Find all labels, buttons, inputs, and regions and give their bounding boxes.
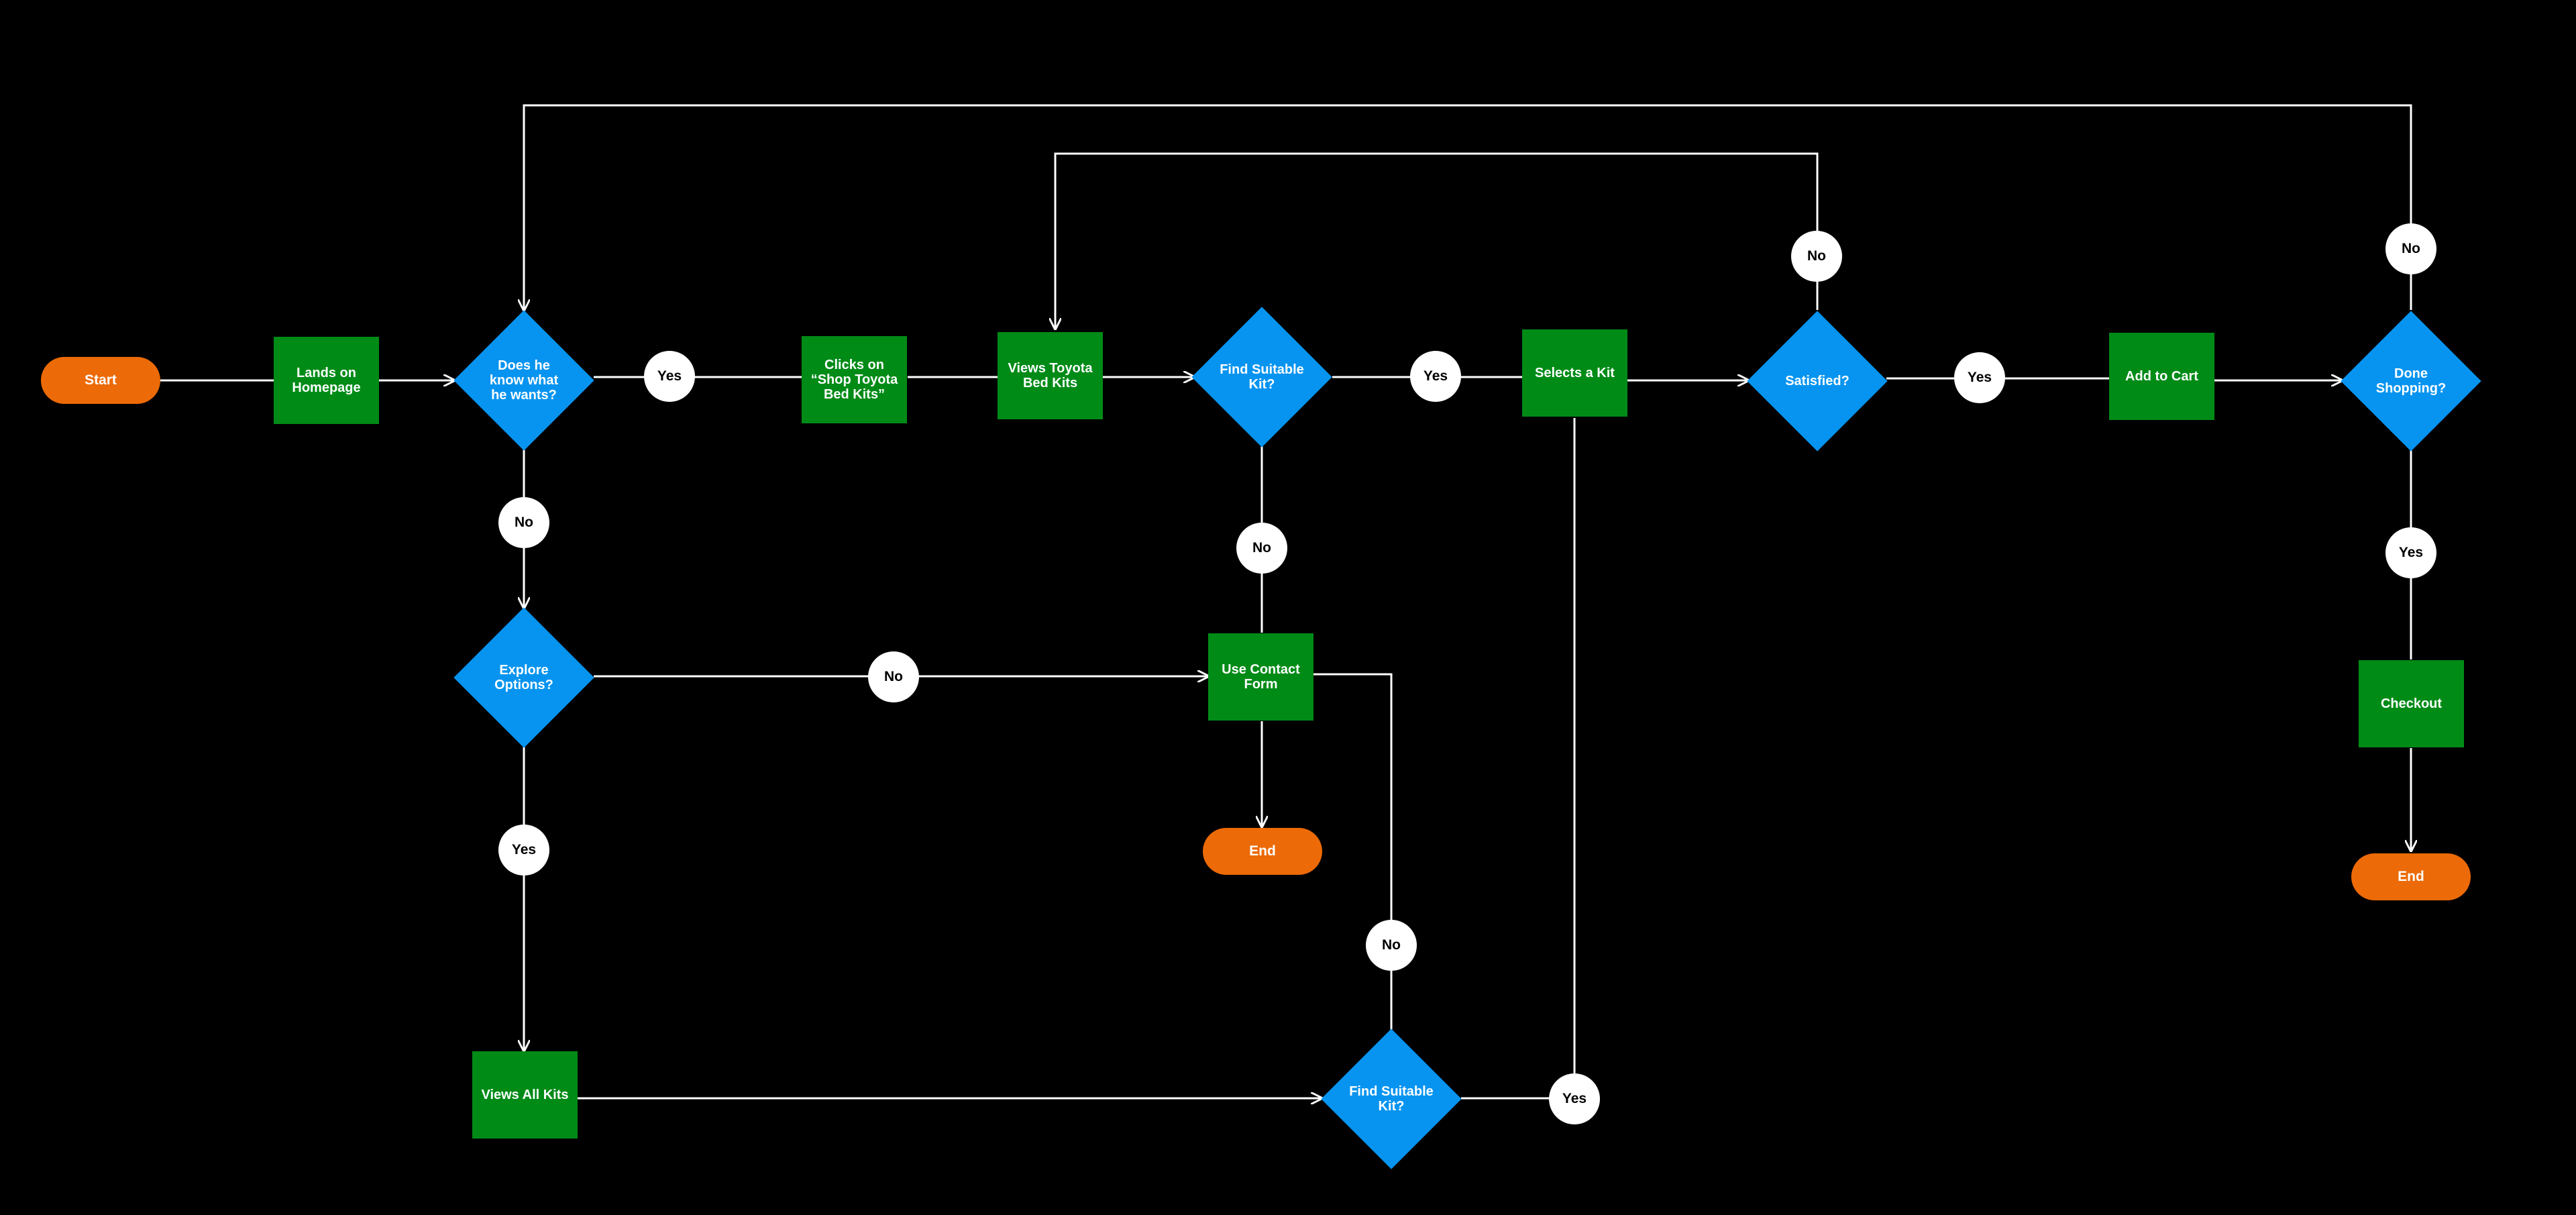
yes-badge: Yes [1410, 351, 1461, 402]
yes-badge: Yes [644, 351, 695, 402]
yes-badge: Yes [2385, 527, 2436, 578]
edge-done-no-loop-to-knows [524, 104, 2412, 310]
clicks-shop-toyota-step[interactable]: Clicks on “Shop Toyota Bed Kits” [802, 336, 907, 423]
no-badge: No [1236, 523, 1287, 574]
explore-options-decision[interactable]: Explore Options? [453, 607, 594, 748]
decision-label: Explore Options? [494, 663, 553, 692]
satisfied-decision[interactable]: Satisfied? [1747, 311, 1888, 452]
decision-label: Does he know what he wants? [489, 358, 559, 403]
end-terminal-contact[interactable]: End [1203, 828, 1322, 875]
yes-badge: Yes [1549, 1073, 1600, 1124]
no-badge: No [1791, 231, 1842, 282]
views-toyota-bed-kits-step[interactable]: Views Toyota Bed Kits [998, 332, 1103, 419]
no-badge: No [1366, 920, 1417, 971]
no-badge: No [868, 651, 919, 702]
start-terminal[interactable]: Start [41, 357, 160, 404]
views-all-kits-step[interactable]: Views All Kits [472, 1051, 578, 1139]
edge-contact-no-to-find2 [1313, 673, 1393, 1030]
add-to-cart-step[interactable]: Add to Cart [2109, 333, 2214, 420]
find-suitable-kit-decision-1[interactable]: Find Suitable Kit? [1191, 307, 1332, 447]
knows-what-he-wants-decision[interactable]: Does he know what he wants? [453, 310, 594, 451]
edge-satisfied-no-loop-to-views [1055, 152, 1819, 329]
no-badge: No [498, 497, 549, 548]
yes-badge: Yes [1954, 352, 2005, 403]
no-badge: No [2385, 223, 2436, 274]
lands-on-homepage-step[interactable]: Lands on Homepage [274, 337, 379, 424]
decision-label: Find Suitable Kit? [1220, 362, 1304, 392]
use-contact-form-step[interactable]: Use Contact Form [1208, 633, 1313, 721]
done-shopping-decision[interactable]: Done Shopping? [2341, 311, 2481, 452]
selects-a-kit-step[interactable]: Selects a Kit [1522, 329, 1627, 417]
checkout-step[interactable]: Checkout [2359, 660, 2464, 747]
decision-label: Done Shopping? [2375, 366, 2447, 396]
end-terminal-checkout[interactable]: End [2351, 853, 2471, 900]
yes-badge: Yes [498, 825, 549, 876]
find-suitable-kit-decision-2[interactable]: Find Suitable Kit? [1321, 1028, 1462, 1169]
decision-label: Find Suitable Kit? [1349, 1084, 1434, 1114]
decision-label: Satisfied? [1785, 374, 1849, 388]
edge-find2-yes-to-selects [1461, 418, 1576, 1100]
